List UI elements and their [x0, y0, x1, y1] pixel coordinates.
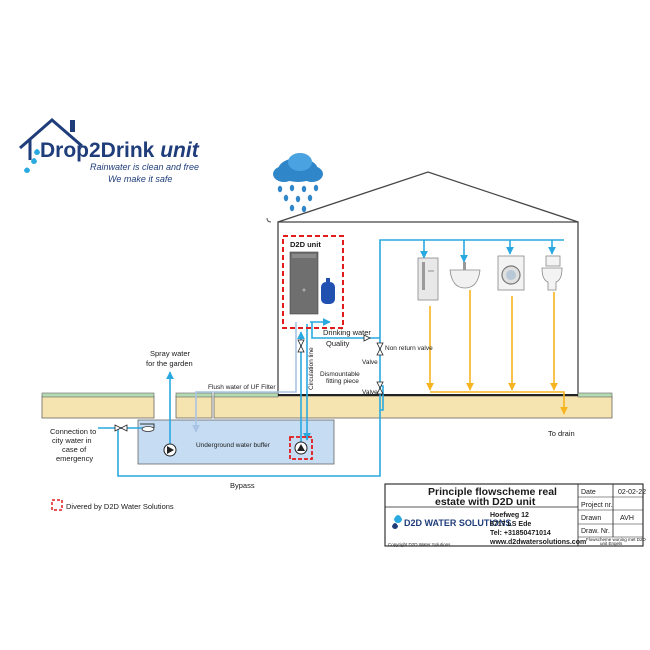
field-label-draw-nr: Draw. Nr.: [581, 528, 610, 535]
logo-slogan-1: Rainwater is clean and free: [90, 162, 199, 172]
washing-machine-icon: [497, 255, 525, 291]
valve-label-upper: Valve: [362, 359, 378, 366]
drinking-water-label-1: Drinking water: [323, 328, 371, 337]
dismountable-label-1: Dismountable: [320, 371, 360, 378]
drain-pipes: [426, 290, 568, 415]
field-value-drawn: AVH: [620, 515, 634, 522]
title-line-2: estate with D2D unit: [435, 496, 536, 508]
file-name-2: unit Engels: [600, 541, 623, 546]
flush-water-label: Flush water of UF Filter: [208, 384, 276, 391]
sink-icon: [449, 262, 481, 289]
city-water-label-4: emergency: [56, 454, 93, 463]
buffer-pump-highlight: [289, 436, 313, 460]
pump-icon: [163, 443, 177, 457]
expansion-vessel-icon: [321, 278, 335, 304]
city-water-label-1: Connection to: [50, 427, 96, 436]
address-line-2: 6717 LS Ede: [490, 521, 531, 528]
flush-water-pipe: [192, 322, 297, 433]
brand-drop-icon: [392, 515, 402, 529]
drinking-water-label-2: Quality: [326, 339, 350, 348]
spray-water-label-1: Spray water: [150, 349, 191, 358]
field-label-drawn: Drawn: [581, 515, 601, 522]
city-water-label-2: city water in: [52, 436, 92, 445]
legend: Divered by D2D Water Solutions: [51, 499, 174, 511]
ground: [41, 392, 613, 419]
address-line-1: Hoefweg 12: [490, 512, 529, 519]
title-block: Principle flowscheme real estate with D2…: [384, 483, 647, 547]
legend-label: Divered by D2D Water Solutions: [66, 502, 174, 511]
field-label-project: Project nr.: [581, 502, 613, 509]
dismountable-label-2: fitting piece: [326, 378, 359, 385]
field-label-date: Date: [581, 489, 596, 496]
logo: Drop2Drink unit Rainwater is clean and f…: [19, 118, 200, 184]
non-return-valve-label: Non return valve: [385, 345, 433, 352]
valve-icon: [114, 334, 384, 432]
circulation-line-label: Circulation line: [308, 347, 315, 390]
d2d-unit-icon: [289, 251, 319, 315]
d2d-unit-label: D2D unit: [290, 240, 321, 249]
pump-icon: [294, 441, 308, 455]
valve-label-lower: Valve: [362, 389, 378, 396]
file-name-1: Flowscheme woning met D2D: [586, 537, 647, 542]
spray-water-label-2: for the garden: [146, 359, 193, 368]
tap-icon: [140, 423, 155, 432]
website: www.d2dwatersolutions.com: [489, 539, 586, 546]
toilet-icon: [541, 255, 563, 291]
title-line-1: Principle flowscheme real: [428, 486, 557, 498]
phone: Tel: +31850471014: [490, 530, 551, 537]
bypass-label: Bypass: [230, 481, 255, 490]
shower-icon: [417, 257, 439, 301]
copyright: Copyright D2D Water Solutions: [388, 542, 451, 547]
buffer-label: Underground water buffer: [196, 442, 271, 449]
logo-slogan-2: We make it safe: [108, 174, 172, 184]
house-outline: [266, 171, 579, 395]
city-water-label-3: case of: [62, 445, 87, 454]
d2d-unit-highlight: [282, 235, 344, 329]
field-value-date: 02-02-22: [618, 489, 646, 496]
to-drain-label: To drain: [548, 429, 575, 438]
rain-cloud-icon: [273, 153, 323, 213]
logo-name: Drop2Drink unit: [40, 139, 200, 162]
company-name: D2D WATER SOLUTIONS: [404, 518, 511, 528]
house-logo-icon: [19, 118, 83, 173]
